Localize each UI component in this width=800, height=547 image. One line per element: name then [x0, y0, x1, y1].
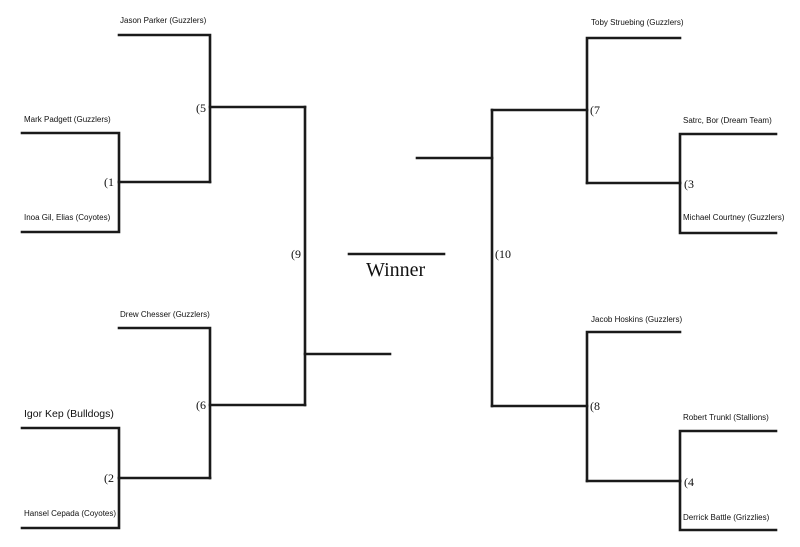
player-mark-padgett: Mark Padgett (Guzzlers) [24, 115, 111, 124]
player-igor-kep: Igor Kep (Bulldogs) [24, 408, 114, 420]
game-label-5: (5 [196, 101, 206, 115]
player-inoa-gil: Inoa Gil, Elias (Coyotes) [24, 213, 111, 222]
player-michael-courtney: Michael Courtney (Guzzlers) [683, 213, 785, 222]
line-inoa-gil [20, 180, 121, 234]
line-jacob-hoskins [585, 330, 682, 483]
player-hansel-cepada: Hansel Cepada (Coyotes) [24, 509, 116, 518]
line-robert-trunkl [678, 429, 778, 483]
line-hansel-cepada [20, 476, 121, 530]
line-drew-chesser [117, 326, 212, 480]
player-satrc-bor: Satrc, Bor (Dream Team) [683, 116, 772, 125]
game-label-8: (8 [590, 399, 600, 413]
line-mark-padgett [20, 131, 121, 184]
game-label-4: (4 [684, 475, 694, 489]
game-label-3: (3 [684, 177, 694, 191]
game-label-6: (6 [196, 398, 206, 412]
player-drew-chesser: Drew Chesser (Guzzlers) [120, 310, 210, 319]
line-toby-struebing [585, 36, 682, 185]
line-derrick-battle [678, 479, 778, 532]
game-label-1: (1 [104, 175, 114, 189]
line-jason-parker [117, 33, 212, 184]
game-label-7: (7 [590, 103, 600, 117]
game-label-9: (9 [291, 247, 301, 261]
line-igor-kep [20, 426, 121, 480]
player-robert-trunkl: Robert Trunkl (Stallions) [683, 413, 769, 422]
line-satrc-bor [678, 132, 778, 185]
line-michael-courtney [678, 181, 778, 235]
winner-label: Winner [366, 259, 426, 281]
player-derrick-battle: Derrick Battle (Grizzlies) [683, 513, 770, 522]
game-label-10: (10 [495, 247, 511, 261]
player-jacob-hoskins: Jacob Hoskins (Guzzlers) [591, 315, 682, 324]
player-toby-struebing: Toby Struebing (Guzzlers) [591, 18, 684, 27]
player-jason-parker: Jason Parker (Guzzlers) [120, 16, 207, 25]
game-label-2: (2 [104, 471, 114, 485]
